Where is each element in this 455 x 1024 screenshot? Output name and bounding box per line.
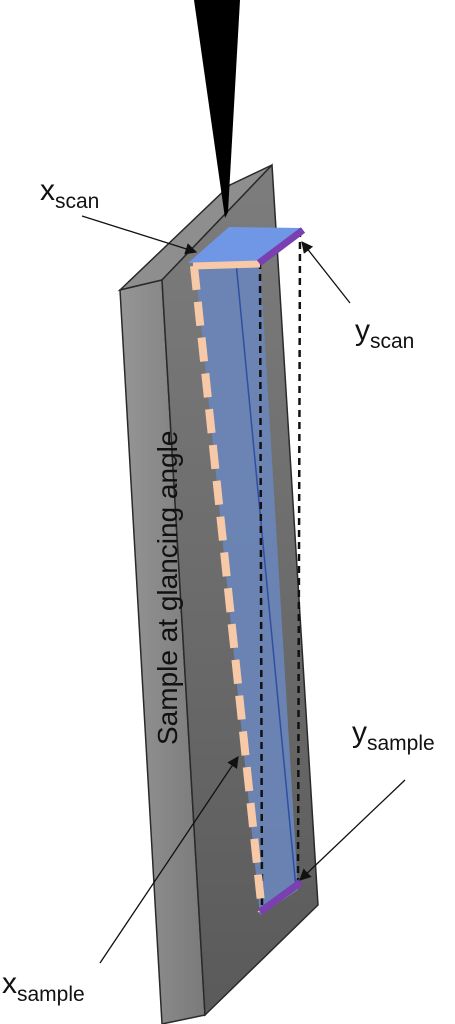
- sample-caption: Sample at glancing angle: [152, 431, 183, 745]
- x-scan-label: xscan: [40, 174, 99, 213]
- projection-diagonal-line: [235, 261, 297, 889]
- scan-area: [188, 227, 302, 263]
- y-sample-arrow: [299, 779, 406, 881]
- projected-scan-area: [195, 262, 298, 915]
- y-sample-label: ysample: [352, 716, 435, 755]
- x-scan-edge: [192, 260, 261, 270]
- x-sample-edge: [190, 265, 266, 913]
- x-sample-arrow: [99, 756, 239, 964]
- y-sample-edge: [257, 879, 304, 915]
- projection-dashed-line-right: [296, 229, 302, 883]
- x-scan-arrow: [81, 215, 198, 255]
- x-sample-label: xsample: [2, 967, 85, 1006]
- y-scan-arrow: [301, 241, 351, 304]
- y-scan-label: yscan: [355, 314, 414, 353]
- y-scan-edge: [256, 227, 306, 266]
- probe-tip-icon: [194, 0, 240, 218]
